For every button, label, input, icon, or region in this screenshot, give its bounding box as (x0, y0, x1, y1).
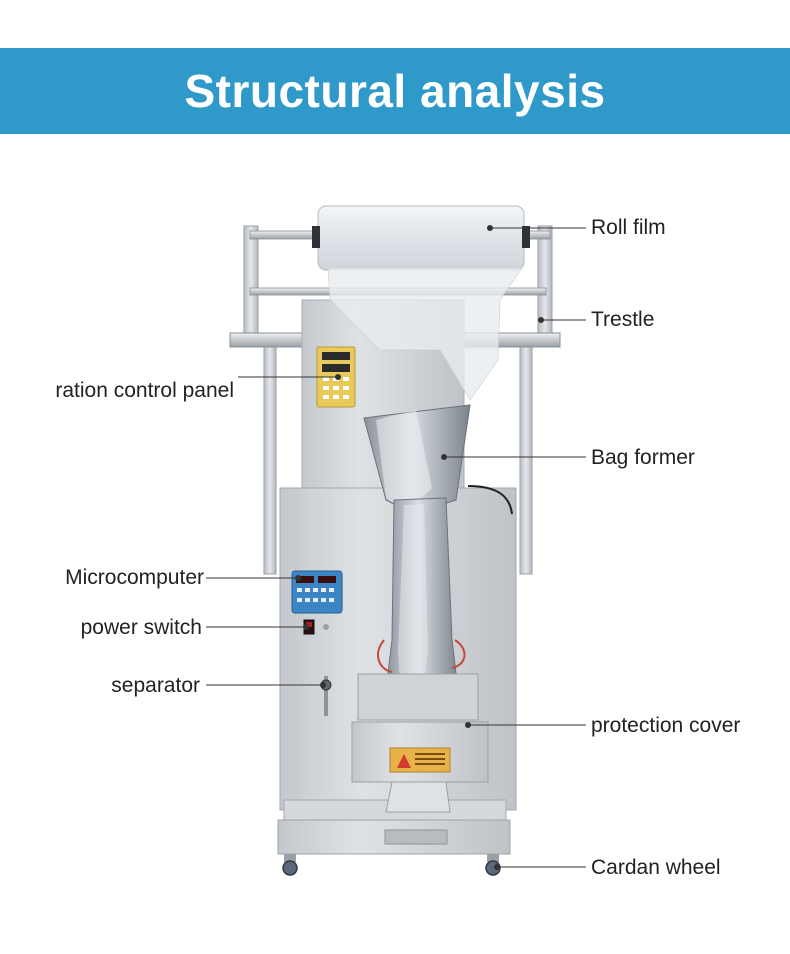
protection-cover-top (357, 673, 479, 721)
page-title: Structural analysis (184, 65, 606, 117)
label-cardan-wheel: Cardan wheel (591, 856, 721, 879)
cardan-wheel-left (282, 854, 298, 876)
leader-dots (295, 225, 544, 870)
film-web (327, 267, 523, 401)
trestle-left-leg (263, 345, 277, 575)
roll-film-cylinder (317, 205, 525, 271)
label-power-switch: power switch (80, 616, 202, 639)
label-ration-control-panel: ration control panel (55, 379, 234, 402)
label-roll-film: Roll film (591, 216, 666, 239)
discharge-chute (385, 781, 451, 813)
trestle-right-leg (519, 345, 533, 575)
label-microcomputer: Microcomputer (65, 566, 204, 589)
label-trestle: Trestle (591, 308, 655, 331)
trestle-right-post (537, 225, 553, 347)
title-banner: Structural analysis (0, 48, 790, 134)
label-bag-former: Bag former (591, 446, 695, 469)
label-protection-cover: protection cover (591, 714, 741, 737)
leader-lines (206, 227, 586, 868)
trestle-left-post (243, 225, 259, 347)
label-separator: separator (111, 674, 200, 697)
